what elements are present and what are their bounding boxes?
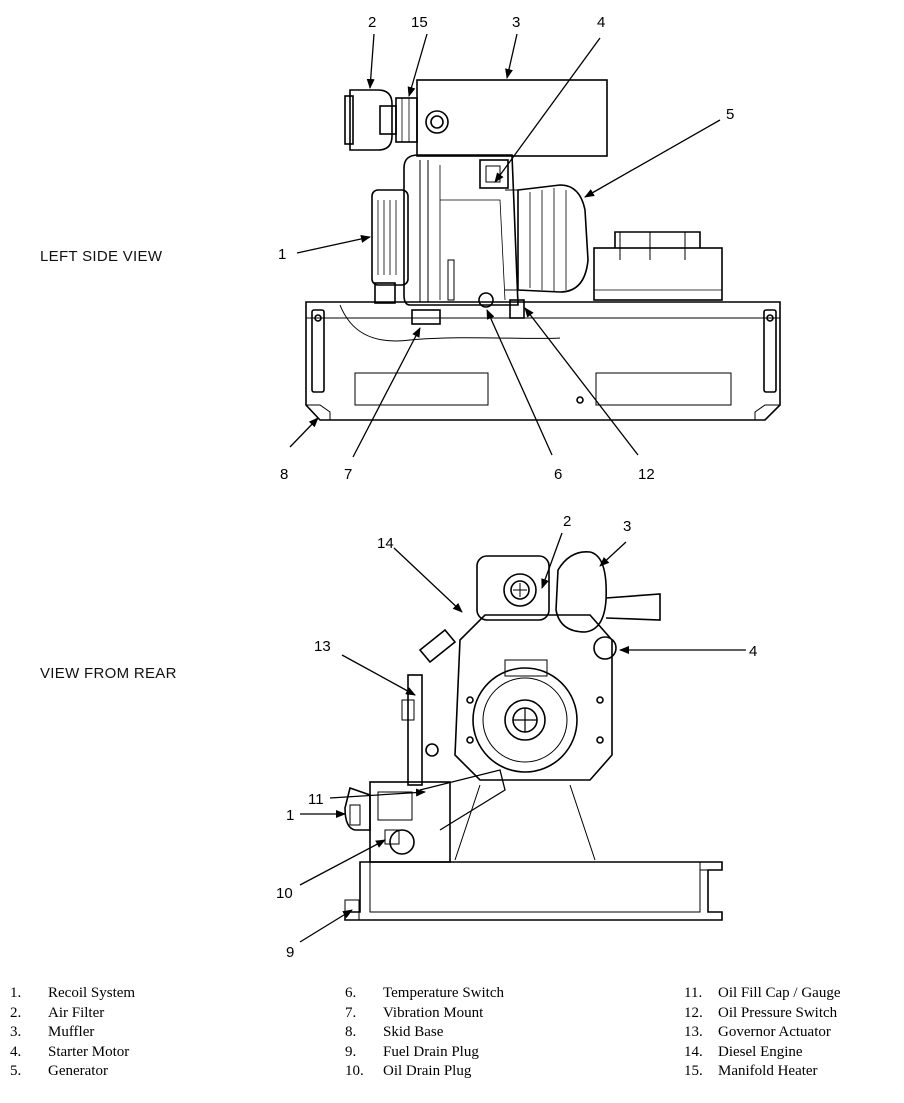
legend-number: 13. bbox=[684, 1024, 703, 1040]
rear-view-leaders bbox=[299, 532, 746, 943]
left-view-callouts: 2 15 3 4 5 1 8 7 6 12 bbox=[278, 14, 734, 483]
left-callout-5: 5 bbox=[726, 106, 734, 123]
legend-item: 3. Muffler bbox=[10, 1023, 135, 1043]
left-callout-12: 12 bbox=[638, 466, 655, 483]
rear-callout-4: 4 bbox=[749, 643, 757, 660]
legend-number: 2. bbox=[10, 1004, 22, 1021]
recoil-system-shape bbox=[371, 189, 409, 304]
legend-column-3: 11. Oil Fill Cap / Gauge 12. Oil Pressure … bbox=[684, 984, 841, 1082]
left-callout-3: 3 bbox=[512, 14, 520, 31]
rear-callout-13: 13 bbox=[314, 638, 331, 655]
legend-number: 5. bbox=[10, 1063, 22, 1079]
legend-number: 14. bbox=[684, 1043, 703, 1060]
legend-number: 3. bbox=[10, 1024, 22, 1040]
rear-side-plate-shape bbox=[344, 781, 451, 863]
rear-view-callouts: 2 3 14 13 4 11 1 10 9 bbox=[276, 513, 757, 961]
rear-muffler-shape bbox=[555, 551, 661, 633]
legend-label: Air Filter bbox=[48, 1004, 105, 1021]
legend-label: Oil Drain Plug bbox=[383, 1063, 472, 1079]
legend-item: 10. Oil Drain Plug bbox=[345, 1062, 504, 1082]
rear-callout-10: 10 bbox=[276, 885, 293, 902]
legend-column-2: 6. Temperature Switch 7. Vibration Mount 8… bbox=[345, 984, 504, 1082]
legend-column-1: 1. Recoil System 2. Air Filter 3. Muffler 4… bbox=[10, 984, 135, 1082]
legend-number: 9. bbox=[345, 1043, 357, 1060]
legend-item: 8. Skid Base bbox=[345, 1023, 504, 1043]
left-callout-8: 8 bbox=[280, 466, 288, 483]
rear-engine-body-shape bbox=[419, 614, 613, 861]
skid-base-shape bbox=[305, 301, 781, 421]
rear-callout-1: 1 bbox=[286, 807, 294, 824]
legend-number: 15. bbox=[684, 1063, 703, 1079]
engine-block-shape bbox=[403, 154, 525, 325]
legend-label: Diesel Engine bbox=[718, 1043, 803, 1060]
rear-callout-14: 14 bbox=[377, 535, 394, 552]
legend-item: 5. Generator bbox=[10, 1062, 135, 1082]
rear-skid-shape bbox=[344, 861, 723, 921]
legend-number: 7. bbox=[345, 1004, 357, 1021]
legend-number: 4. bbox=[10, 1043, 22, 1060]
legend-item: 13. Governor Actuator bbox=[684, 1023, 841, 1043]
legend-label: Recoil System bbox=[48, 985, 136, 1001]
rear-starter-shape bbox=[593, 636, 617, 660]
legend-item: 9. Fuel Drain Plug bbox=[345, 1043, 504, 1063]
air-filter-shape bbox=[344, 89, 397, 151]
rear-view-drawing bbox=[344, 551, 723, 921]
legend-item: 4. Starter Motor bbox=[10, 1043, 135, 1063]
legend-number: 1. bbox=[10, 985, 22, 1001]
legend-label: Starter Motor bbox=[48, 1043, 130, 1060]
rear-callout-3: 3 bbox=[623, 518, 631, 535]
starter-motor-shape bbox=[479, 159, 509, 189]
legend-item: 6. Temperature Switch bbox=[345, 984, 504, 1004]
rear-governor-shape bbox=[401, 628, 457, 786]
left-callout-7: 7 bbox=[344, 466, 352, 483]
legend-item: 12. Oil Pressure Switch bbox=[684, 1004, 841, 1024]
legend-item: 1. Recoil System bbox=[10, 984, 135, 1004]
left-side-view-drawing bbox=[305, 79, 781, 421]
legend-item: 11. Oil Fill Cap / Gauge bbox=[684, 984, 841, 1004]
legend-label: Vibration Mount bbox=[383, 1004, 484, 1021]
legend-item: 14. Diesel Engine bbox=[684, 1043, 841, 1063]
left-callout-4: 4 bbox=[597, 14, 605, 31]
legend-number: 12. bbox=[684, 1004, 703, 1021]
legend-label: Fuel Drain Plug bbox=[383, 1043, 479, 1060]
left-callout-15: 15 bbox=[411, 14, 428, 31]
left-view-leaders bbox=[289, 33, 721, 458]
legend-number: 6. bbox=[345, 985, 357, 1001]
control-box-shape bbox=[593, 231, 723, 301]
rear-air-filter-shape bbox=[476, 555, 550, 621]
legend-number: 11. bbox=[684, 985, 703, 1001]
legend-item: 15. Manifold Heater bbox=[684, 1062, 841, 1082]
rear-callout-9: 9 bbox=[286, 944, 294, 961]
legend-label: Generator bbox=[48, 1063, 108, 1079]
legend-label: Skid Base bbox=[383, 1024, 444, 1040]
legend-number: 10. bbox=[345, 1063, 364, 1079]
rear-view-label: VIEW FROM REAR bbox=[40, 665, 177, 682]
legend-label: Muffler bbox=[48, 1024, 95, 1040]
left-callout-2: 2 bbox=[368, 14, 376, 31]
legend-label: Oil Fill Cap / Gauge bbox=[718, 985, 841, 1001]
legend-item: 2. Air Filter bbox=[10, 1004, 135, 1024]
engine-diagram: 2 15 3 4 5 1 8 7 6 12 bbox=[276, 14, 781, 961]
muffler-shape bbox=[395, 79, 608, 157]
left-callout-1: 1 bbox=[278, 246, 286, 263]
legend-label: Governor Actuator bbox=[718, 1024, 831, 1040]
legend-item: 7. Vibration Mount bbox=[345, 1004, 504, 1024]
legend-label: Oil Pressure Switch bbox=[718, 1004, 838, 1021]
legend-number: 8. bbox=[345, 1024, 357, 1040]
left-callout-6: 6 bbox=[554, 466, 562, 483]
rear-callout-11: 11 bbox=[308, 791, 324, 808]
rear-callout-2: 2 bbox=[563, 513, 571, 530]
left-side-view-label: LEFT SIDE VIEW bbox=[40, 248, 163, 265]
legend-label: Manifold Heater bbox=[718, 1063, 818, 1079]
legend-label: Temperature Switch bbox=[383, 985, 504, 1001]
generator-shape bbox=[505, 184, 589, 293]
